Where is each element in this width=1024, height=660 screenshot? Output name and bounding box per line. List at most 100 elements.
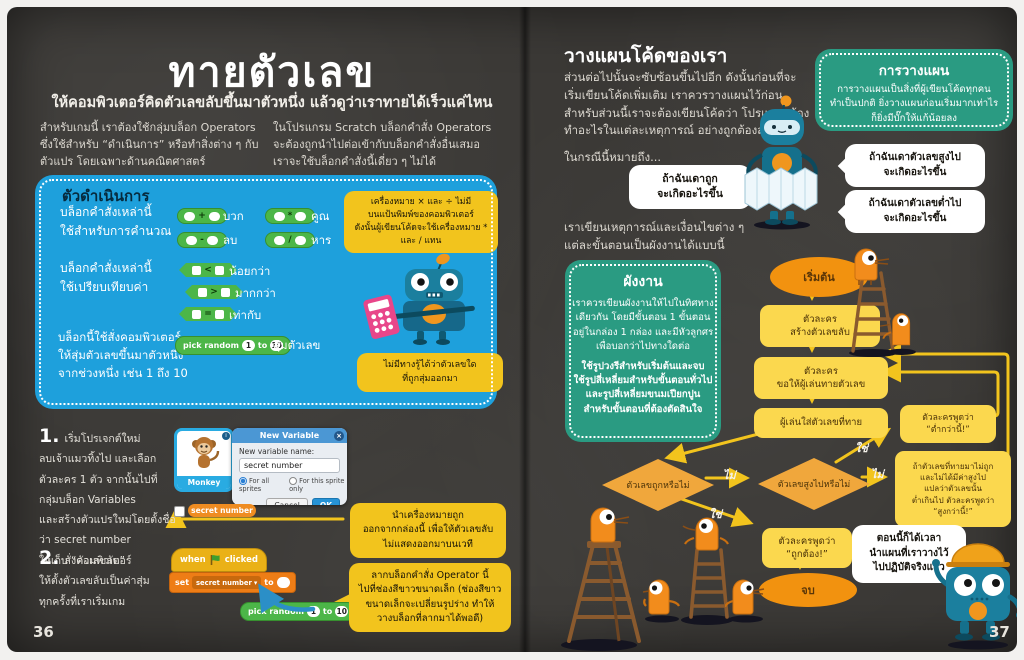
variable-pill[interactable]: secret number [188,504,256,517]
multiply-block-label: คูณ [311,209,330,223]
robot-with-map [744,95,818,230]
operator-symbol: = [204,308,212,319]
operand-slot [198,288,207,297]
step-2: 2. สั่งคอมพิวเตอร์ ให้ตั้งตัวเลขลับเป็นค… [39,547,174,610]
operand-slot [274,235,286,245]
guess-high-bubble: ถ้าฉันเดาตัวเลขสูงไป จะเกิดอะไรขึ้น [845,144,985,187]
operator-symbol: * [287,210,293,221]
to-text: to [264,578,274,587]
sprite-info-icon[interactable]: i [222,432,230,440]
variable-visibility-checkbox[interactable] [174,506,185,517]
subtract-block[interactable]: - [177,232,227,248]
robot-with-helmet [932,543,1017,650]
to-value: 10 [335,606,349,617]
right-heading: วางแผนโค้ดของเรา [564,45,728,67]
right-para-1: ส่วนต่อไปนั้นจะซับซ้อนขึ้นไปอีก ดังนั้นก… [564,70,810,138]
divide-block[interactable]: / [265,232,315,248]
multiply-block[interactable]: * [265,208,315,224]
bird-on-ladder-2 [681,517,733,625]
flowchart-say-lower: ตัวละครพูดว่า “ต่ำกว่านี้!” [900,405,996,443]
less-than-block[interactable]: < [179,263,237,277]
guess-correct-bubble: ถ้าฉันเดาถูก จะเกิดอะไรขึ้น [629,165,751,210]
when-flag-clicked-block[interactable]: when clicked [171,548,267,572]
radio-for-all-sprites[interactable]: For all sprites [239,477,283,493]
page-number-left: 36 [33,623,54,641]
dialog-title-bar[interactable]: New Variable × [232,428,347,443]
robot-with-calculator [363,253,475,345]
operand-slot [192,266,201,275]
planning-box: การวางแผน การวางแผนเป็นสิ่งที่ผู้เขียนโค… [815,49,1013,131]
flowchart-say-higher-note: ถ้าตัวเลขที่ทายมาไม่ถูก และไม่ได้มีค่าสู… [895,451,1011,527]
bird-on-stepladder [561,507,641,651]
sprite-name-label: Monkey [177,476,231,489]
dialog-title: New Variable [259,431,320,440]
operand-slot [221,288,230,297]
monkey-sprite-image [192,437,220,468]
intro-column-1: สำหรับเกมนี้ เราต้องใช้กลุ่มบล็อก Operat… [40,121,259,169]
equals-label: เท่ากับ [229,308,262,322]
operand-slot [208,211,220,221]
operand-slot [215,266,224,275]
checkbox-note-bubble: นำเครื่องหมายถูก ออกจากกล่องนี้ เพื่อให้… [350,503,506,558]
page-number-right: 37 [989,623,1010,641]
operator-symbol: > [210,286,218,297]
right-para-2: ในกรณีนี้หมายถึง... [564,150,662,164]
intro-column-2: ในโปรแกรม Scratch บล็อกคำสั่ง Operators … [273,121,492,169]
clicked-text: clicked [224,555,258,565]
cancel-button[interactable]: Cancel [266,498,308,505]
dropdown-arrow-icon: ▾ [253,578,258,587]
flowchart-create-secret: ตัวละคร สร้างตัวเลขลับ [760,305,880,347]
operand-slot [294,235,306,245]
from-value: 1 [241,340,255,351]
pick-random-block[interactable]: pick random 1 to 10 [175,336,292,355]
operator-drag-bubble: ลากบล็อกคำสั่ง Operator นี้ ไปที่ช่องสีข… [349,563,511,632]
radio-this-label: For this sprite only [289,477,345,493]
equals-block[interactable]: = [179,307,237,321]
ok-button[interactable]: OK [311,498,340,505]
flowchart-player-input: ผู้เล่นใส่ตัวเลขที่ทาย [754,408,888,438]
variable-name-label: New variable name: [239,447,315,456]
flowchart-say-correct: ตัวละครพูดว่า “ถูกต้อง!” [762,528,852,568]
birds-on-ladder-top [849,248,916,357]
operand-slot [192,310,201,319]
page-subtitle: ให้คอมพิวเตอร์คิดตัวเลขลับขึ้นมาตัวหนึ่ง… [51,95,493,111]
operand-slot [186,235,198,245]
set-text: set [175,578,190,587]
pick-random-text: pick random [183,341,239,350]
divide-block-label: หาร [311,233,332,247]
operand-slot [295,211,307,221]
compare-blocks-label: บล็อกคำสั่งเหล่านี้ ใช้เปรียบเทียบค่า [60,261,152,294]
from-value: 1 [306,606,320,617]
variable-dropdown[interactable]: secret number ▾ [192,576,262,589]
close-icon[interactable]: × [334,430,344,441]
standing-bird-1 [643,579,680,623]
flowchart-end: จบ [759,573,857,607]
to-value: 10 [270,340,284,351]
random-block-label: บล็อกนี้ใช้สั่งคอมพิวเตอร์ ให้สุ่มตัวเลข… [58,330,188,380]
flowchart-ask-guess: ตัวละคร ขอให้ผู้เล่นทายตัวเลข [754,357,888,399]
sprite-card-monkey[interactable]: Monkey i [174,428,234,492]
random-note-bubble: ไม่มีทางรู้ได้ว่าตัวเลขใด ที่ถูกสุ่มออกม… [357,353,503,392]
green-flag-icon [210,555,220,565]
label-no-2: ไม่ [871,468,884,481]
flowchart-box-body1: เราควรเขียนผังงานให้ไปในทิศทาง เดียวกัน … [572,298,714,353]
new-variable-dialog: New Variable × New variable name: secret… [232,428,347,505]
greater-than-block[interactable]: > [185,285,243,299]
execute-plan-bubble: ตอนนี้ก็ได้เวลา นำแผนที่เราวางไว้ ไปปฏิบ… [852,525,966,583]
step-1-text: เริ่มโปรเจกต์ใหม่ ลบเจ้าแมวทิ้งไป และเลื… [39,433,176,567]
radio-off-icon [289,477,298,485]
operator-symbol: + [198,210,206,221]
label-no-1: ไม่ [723,469,736,482]
radio-for-this-sprite[interactable]: For this sprite only [289,477,347,493]
less-than-label: น้อยกว่า [229,264,271,278]
operator-symbol: / [288,234,292,245]
step-2-text: สั่งคอมพิวเตอร์ ให้ตั้งตัวเลขลับเป็นค่าส… [39,555,150,608]
random-caption: สุ่มตัวเลข [273,338,321,352]
calc-blocks-label: บล็อกคำสั่งเหล่านี้ ใช้สำหรับการคำนวณ [60,205,172,238]
radio-on-icon [239,477,247,485]
operators-panel: ตัวดำเนินการ บล็อกคำสั่งเหล่านี้ ใช้สำหร… [35,175,503,409]
add-block[interactable]: + [177,208,227,224]
variable-name-input[interactable]: secret number [239,458,340,473]
value-slot[interactable] [276,577,290,588]
step-1: 1. เริ่มโปรเจกต์ใหม่ ลบเจ้าแมวทิ้งไป และ… [39,425,177,569]
